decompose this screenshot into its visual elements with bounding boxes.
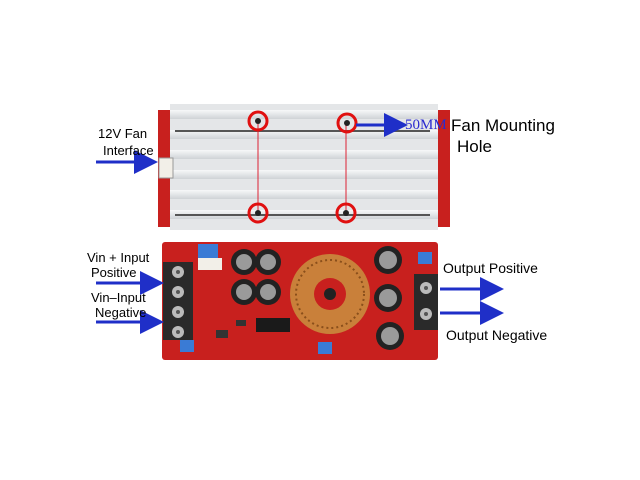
label-dimension: 50MM	[405, 117, 447, 133]
converter-board	[162, 242, 438, 360]
mounting-hole-marker-top-right	[336, 112, 358, 134]
label-fan-mounting-line2: Hole	[457, 137, 492, 156]
controller-chip	[256, 318, 290, 332]
label-fan-interface-line1: 12V Fan	[98, 126, 148, 141]
fan-jumper	[198, 244, 218, 258]
label-fan-mounting-line1: Fan Mounting	[451, 116, 555, 135]
label-fan-interface-line2: Interface	[103, 143, 154, 158]
mounting-hole-marker-bottom-left	[247, 202, 269, 224]
label-vin-positive-line1: Vin + Input	[87, 250, 150, 265]
label-vin-positive-line2: Positive	[91, 265, 137, 280]
trim-potentiometer	[180, 340, 194, 352]
label-output-negative: Output Negative	[446, 327, 548, 343]
label-vin-negative-line1: Vin–Input	[91, 290, 146, 305]
mounting-hole-marker-bottom-right	[335, 202, 357, 224]
fan-connector	[158, 157, 174, 179]
label-output-positive: Output Positive	[443, 260, 538, 276]
label-vin-negative-line2: Negative	[95, 305, 147, 320]
mounting-hole-marker-top-left	[247, 110, 269, 132]
